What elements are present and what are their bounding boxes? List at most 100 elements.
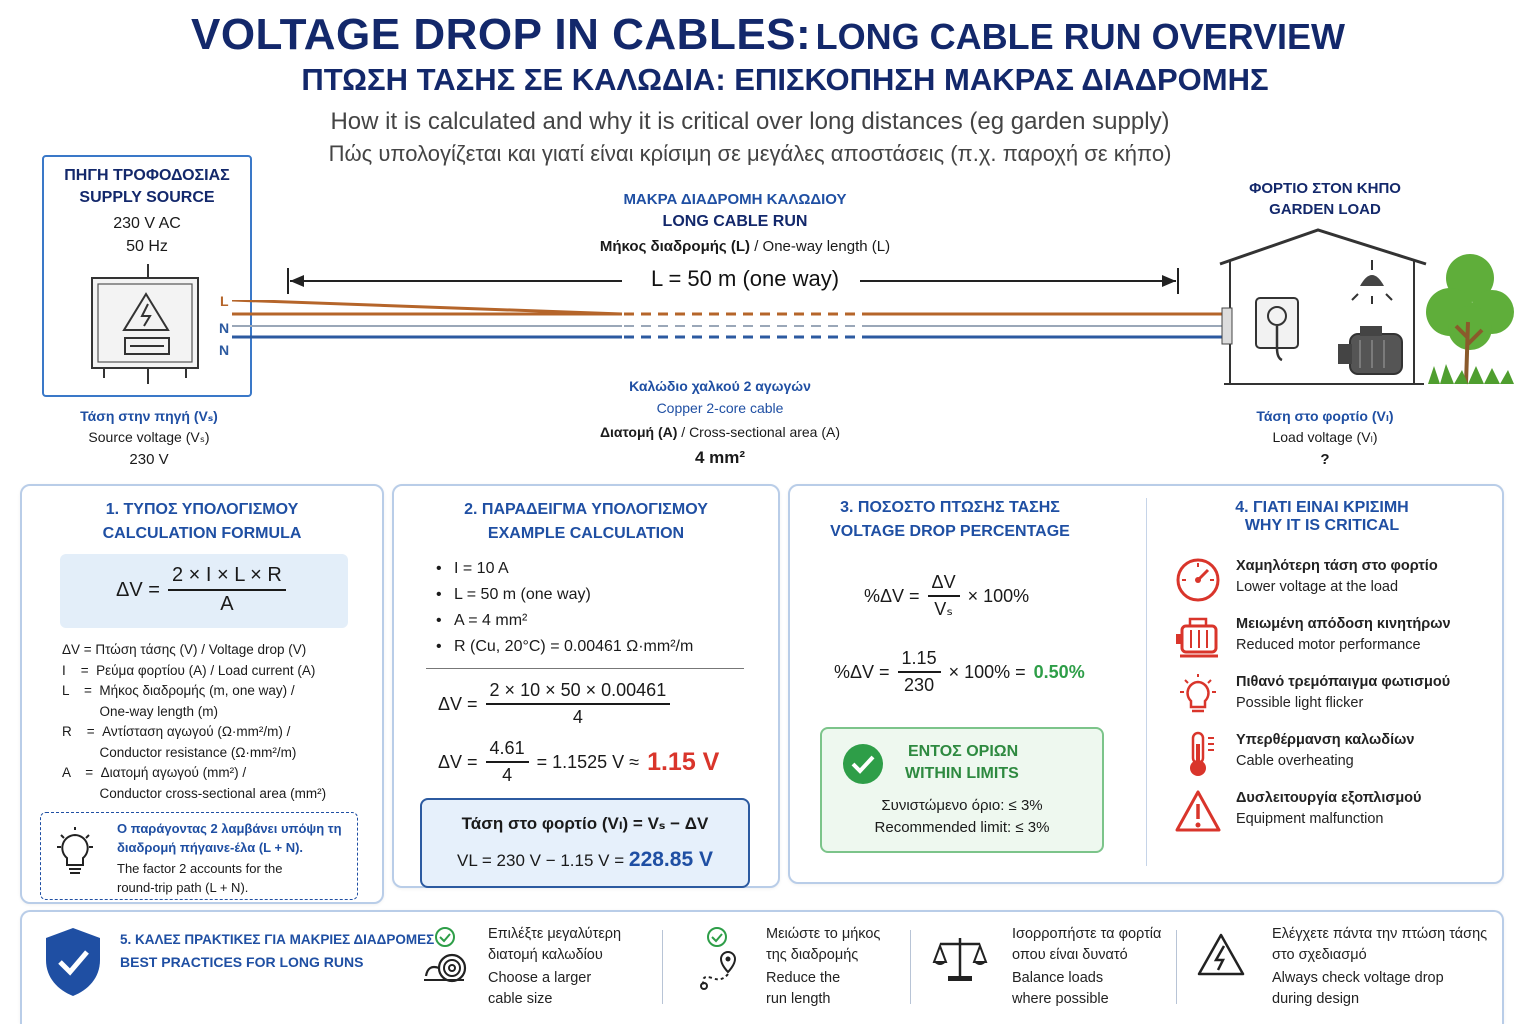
limit-gr: Συνιστώμενο όριο: ≤ 3%	[881, 797, 1043, 814]
input-current: I = 10 A	[432, 556, 693, 582]
def-line: One-way length (m)	[62, 703, 219, 719]
critical-gr: Δυσλειτουργία εξοπλισμού	[1236, 790, 1422, 806]
def-line: Conductor resistance (Ω·mm²/m)	[62, 744, 297, 760]
critical-gr: Πιθανό τρεμόπαιγμα φωτισμού	[1236, 674, 1451, 690]
load-title-gr: ΦΟΡΤΙΟ ΣΤΟΝ ΚΗΠΟ	[1249, 180, 1401, 197]
formula-definitions: ΔV = Πτώση τάσης (V) / Voltage drop (V) …	[62, 640, 326, 804]
load-voltage-result: 228.85 V	[628, 848, 713, 871]
shield-check-icon	[46, 928, 100, 996]
check-icon	[707, 927, 727, 947]
balance-scale-icon	[932, 938, 988, 981]
cable-length-en: / One-way length (L)	[750, 238, 891, 255]
within-limits-box: ΕΝΤΟΣ ΟΡΙΩΝ WITHIN LIMITS Συνιστώμενο όρ…	[820, 727, 1104, 853]
practice-larger-cable: Επιλέξτε μεγαλύτερη διατομή καλωδίου Cho…	[418, 912, 678, 1012]
formula-fraction: 2 × I × L × R A	[167, 564, 286, 616]
practice-gr1: Ελέγχετε πάντα την πτώση τάσης	[1272, 926, 1488, 942]
label-neutral-n2: N	[219, 342, 230, 358]
panel-divider	[1146, 498, 1147, 866]
cable-area-gr: Διατομή (A)	[599, 424, 678, 440]
formula-box: ΔV = 2 × I × L × R A	[60, 554, 348, 628]
input-area: A = 4 mm²	[432, 608, 693, 634]
lightbulb-icon	[57, 827, 93, 874]
supply-panel-icon	[91, 264, 199, 384]
load-voltage-calc-text: VL = 230 V − 1.15 V =	[457, 851, 625, 870]
practice-en2: where possible	[1012, 991, 1109, 1007]
factor-note-gr: Ο παράγοντας 2 λαμβάνει υπόψη τη διαδρομ…	[117, 821, 342, 855]
critical-en: Lower voltage at the load	[1236, 579, 1399, 595]
panel3-title-gr: 3. ΠΟΣΟΣΤΟ ΠΤΩΣΗΣ ΤΑΣΗΣ	[840, 499, 1060, 516]
factor-note-box: Ο παράγοντας 2 λαμβάνει υπόψη τη διαδρομ…	[40, 812, 358, 900]
high-voltage-warning-icon	[1197, 933, 1245, 976]
formula-denominator: A	[220, 593, 234, 615]
pct-lhs: %ΔV =	[864, 585, 920, 606]
pct-denominator: Vₛ	[934, 599, 953, 619]
load-voltage-calc: VL = 230 V − 1.15 V = 228.85 V	[422, 848, 748, 872]
cable-conductors	[232, 300, 1224, 339]
cable-coil-icon	[424, 953, 467, 983]
source-voltage-value: 230 V	[129, 451, 169, 468]
step1-numerator: 2 × 10 × 50 × 0.00461	[485, 680, 671, 705]
load-title-en: GARDEN LOAD	[1269, 201, 1381, 218]
length-dimension-arrow	[287, 268, 1179, 294]
divider	[426, 668, 744, 669]
supply-source-box	[42, 155, 252, 397]
step1-denominator: 4	[572, 707, 583, 727]
source-voltage-label-gr: Τάση στην πηγή (Vₛ)	[80, 408, 218, 424]
motor-icon	[1176, 617, 1218, 658]
cable-length-gr: Μήκος διαδρομής (L)	[599, 238, 751, 255]
panel1-title-en: CALCULATION FORMULA	[102, 525, 302, 542]
critical-en: Cable overheating	[1236, 753, 1354, 769]
input-length: L = 50 m (one way)	[432, 582, 693, 608]
check-icon	[435, 927, 455, 947]
panel5-title-gr: 5. ΚΑΛΕΣ ΠΡΑΚΤΙΚΕΣ ΓΙΑ ΜΑΚΡΙΕΣ ΔΙΑΔΡΟΜΕΣ	[120, 932, 435, 947]
critical-gr: Μειωμένη απόδοση κινητήρων	[1236, 616, 1451, 632]
pct-calc-denominator: 230	[904, 675, 935, 695]
formula-numerator: 2 × I × L × R	[167, 564, 286, 591]
def-line: Conductor cross-sectional area (mm²)	[62, 785, 327, 801]
step2-mid: = 1.1525 V ≈	[536, 751, 640, 772]
cable-length-value: L = 50 m (one way)	[650, 266, 840, 291]
critical-gr: Υπερθέρμανση καλωδίων	[1236, 732, 1415, 748]
critical-item-motor: Μειωμένη απόδοση κινητήρων Reduced motor…	[1174, 614, 1504, 666]
garden-house-icon	[1219, 228, 1514, 385]
def-line: ΔV = Πτώση τάσης (V) / Voltage drop (V)	[62, 642, 307, 657]
critical-item-lower-voltage: Χαμηλότερη τάση στο φορτίο Lower voltage…	[1174, 556, 1504, 608]
supply-title-en: SUPPLY SOURCE	[79, 189, 215, 206]
title-main-tail: LONG CABLE RUN OVERVIEW	[815, 16, 1346, 57]
cable-area-en: / Cross-sectional area (A)	[677, 424, 841, 440]
panel1-title-gr: 1. ΤΥΠΟΣ ΥΠΟΛΟΓΙΣΜΟΥ	[105, 501, 299, 518]
formula-delta-v: ΔV = 2 × I × L × R A	[116, 564, 286, 616]
warning-icon	[1175, 790, 1221, 832]
practice-en2: during design	[1272, 991, 1360, 1007]
practice-gr1: Ισορροπήστε τα φορτία	[1012, 926, 1162, 942]
pct-calc-lhs: %ΔV =	[834, 661, 890, 682]
source-voltage-label-en: Source voltage (Vₛ)	[88, 429, 210, 445]
bulb-icon	[1180, 674, 1216, 713]
load-voltage-formula: Τάση στο φορτίο (Vₗ) = Vₛ − ΔV	[461, 814, 709, 833]
panel2-title-en: EXAMPLE CALCULATION	[487, 525, 685, 542]
title-main: VOLTAGE DROP IN CABLES:	[190, 10, 812, 59]
def-line: R = Αντίσταση αγωγού (Ω·mm²/m) /	[62, 724, 291, 739]
practice-gr2: οπου είναι δυνατό	[1012, 947, 1128, 963]
panel4-title-gr: 4. ΓΙΑΤΙ ΕΙΝΑΙ ΚΡΙΣΙΜΗ	[1235, 499, 1409, 516]
check-circle-icon	[843, 744, 883, 784]
load-voltage-value: ?	[1320, 451, 1330, 468]
cable-type-gr: Καλώδιο χαλκού 2 αγωγών	[629, 378, 811, 394]
pct-calc-numerator: 1.15	[897, 648, 941, 673]
panel-example-calculation: 2. ΠΑΡΑΔΕΙΓΜΑ ΥΠΟΛΟΓΙΣΜΟΥ EXAMPLE CALCUL…	[392, 484, 780, 888]
critical-gr: Χαμηλότερη τάση στο φορτίο	[1236, 558, 1438, 574]
practice-en1: Choose a larger	[488, 970, 592, 986]
cable-title-gr: ΜΑΚΡΑ ΔΙΑΔΡΟΜΗ ΚΑΛΩΔΙΟΥ	[623, 191, 847, 208]
practice-en1: Reduce the	[766, 970, 841, 986]
load-voltage-label-en: Load voltage (Vₗ)	[1272, 429, 1378, 445]
practice-gr2: της διαδρομής	[766, 947, 859, 963]
critical-en: Equipment malfunction	[1236, 811, 1384, 827]
pct-calc-tail: × 100% =	[948, 661, 1026, 682]
subtitle-greek: Πώς υπολογίζεται και γιατί είναι κρίσιμη…	[328, 141, 1172, 166]
step2-numerator: 4.61	[485, 738, 529, 763]
subtitle-english: How it is calculated and why it is criti…	[330, 108, 1170, 135]
